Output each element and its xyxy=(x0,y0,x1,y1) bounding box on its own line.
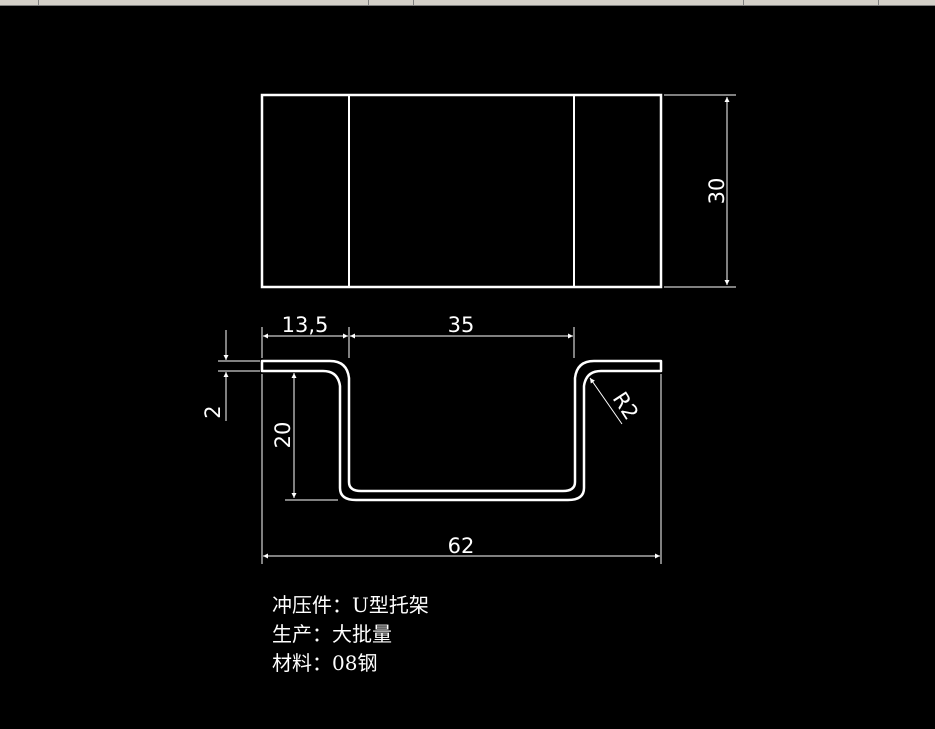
toolbar-segment xyxy=(0,0,39,5)
toolbar-strip xyxy=(0,0,935,6)
note-production: 生产：大批量 xyxy=(272,622,392,646)
note-part-name: 冲压件：U型托架 xyxy=(272,593,429,617)
dimension-radius xyxy=(589,377,623,425)
extension-lines-top xyxy=(261,327,575,358)
dimension-height xyxy=(664,94,736,288)
note-material: 材料：08钢 xyxy=(272,651,378,675)
dimension-depth xyxy=(285,373,338,501)
profile-outline xyxy=(260,359,663,502)
dimension-depth-label: 20 xyxy=(271,422,295,449)
dimension-height-label: 30 xyxy=(705,178,729,205)
top-view xyxy=(260,93,663,289)
dimension-thickness-label: 2 xyxy=(201,405,225,418)
dimension-radius-label: R2 xyxy=(608,388,643,425)
u-bracket-profile xyxy=(260,359,663,502)
toolbar-segment xyxy=(368,0,414,5)
dimension-left-offset-label: 13,5 xyxy=(282,313,329,337)
dimension-inner-width-label: 35 xyxy=(448,313,475,337)
toolbar-segment xyxy=(38,0,369,5)
toolbar-segment xyxy=(413,0,744,5)
dimension-thickness xyxy=(218,330,260,421)
dimension-overall-width xyxy=(261,374,662,564)
top-view-outline xyxy=(260,93,663,289)
toolbar-segment xyxy=(743,0,879,5)
dimension-overall-width-label: 62 xyxy=(448,534,475,558)
